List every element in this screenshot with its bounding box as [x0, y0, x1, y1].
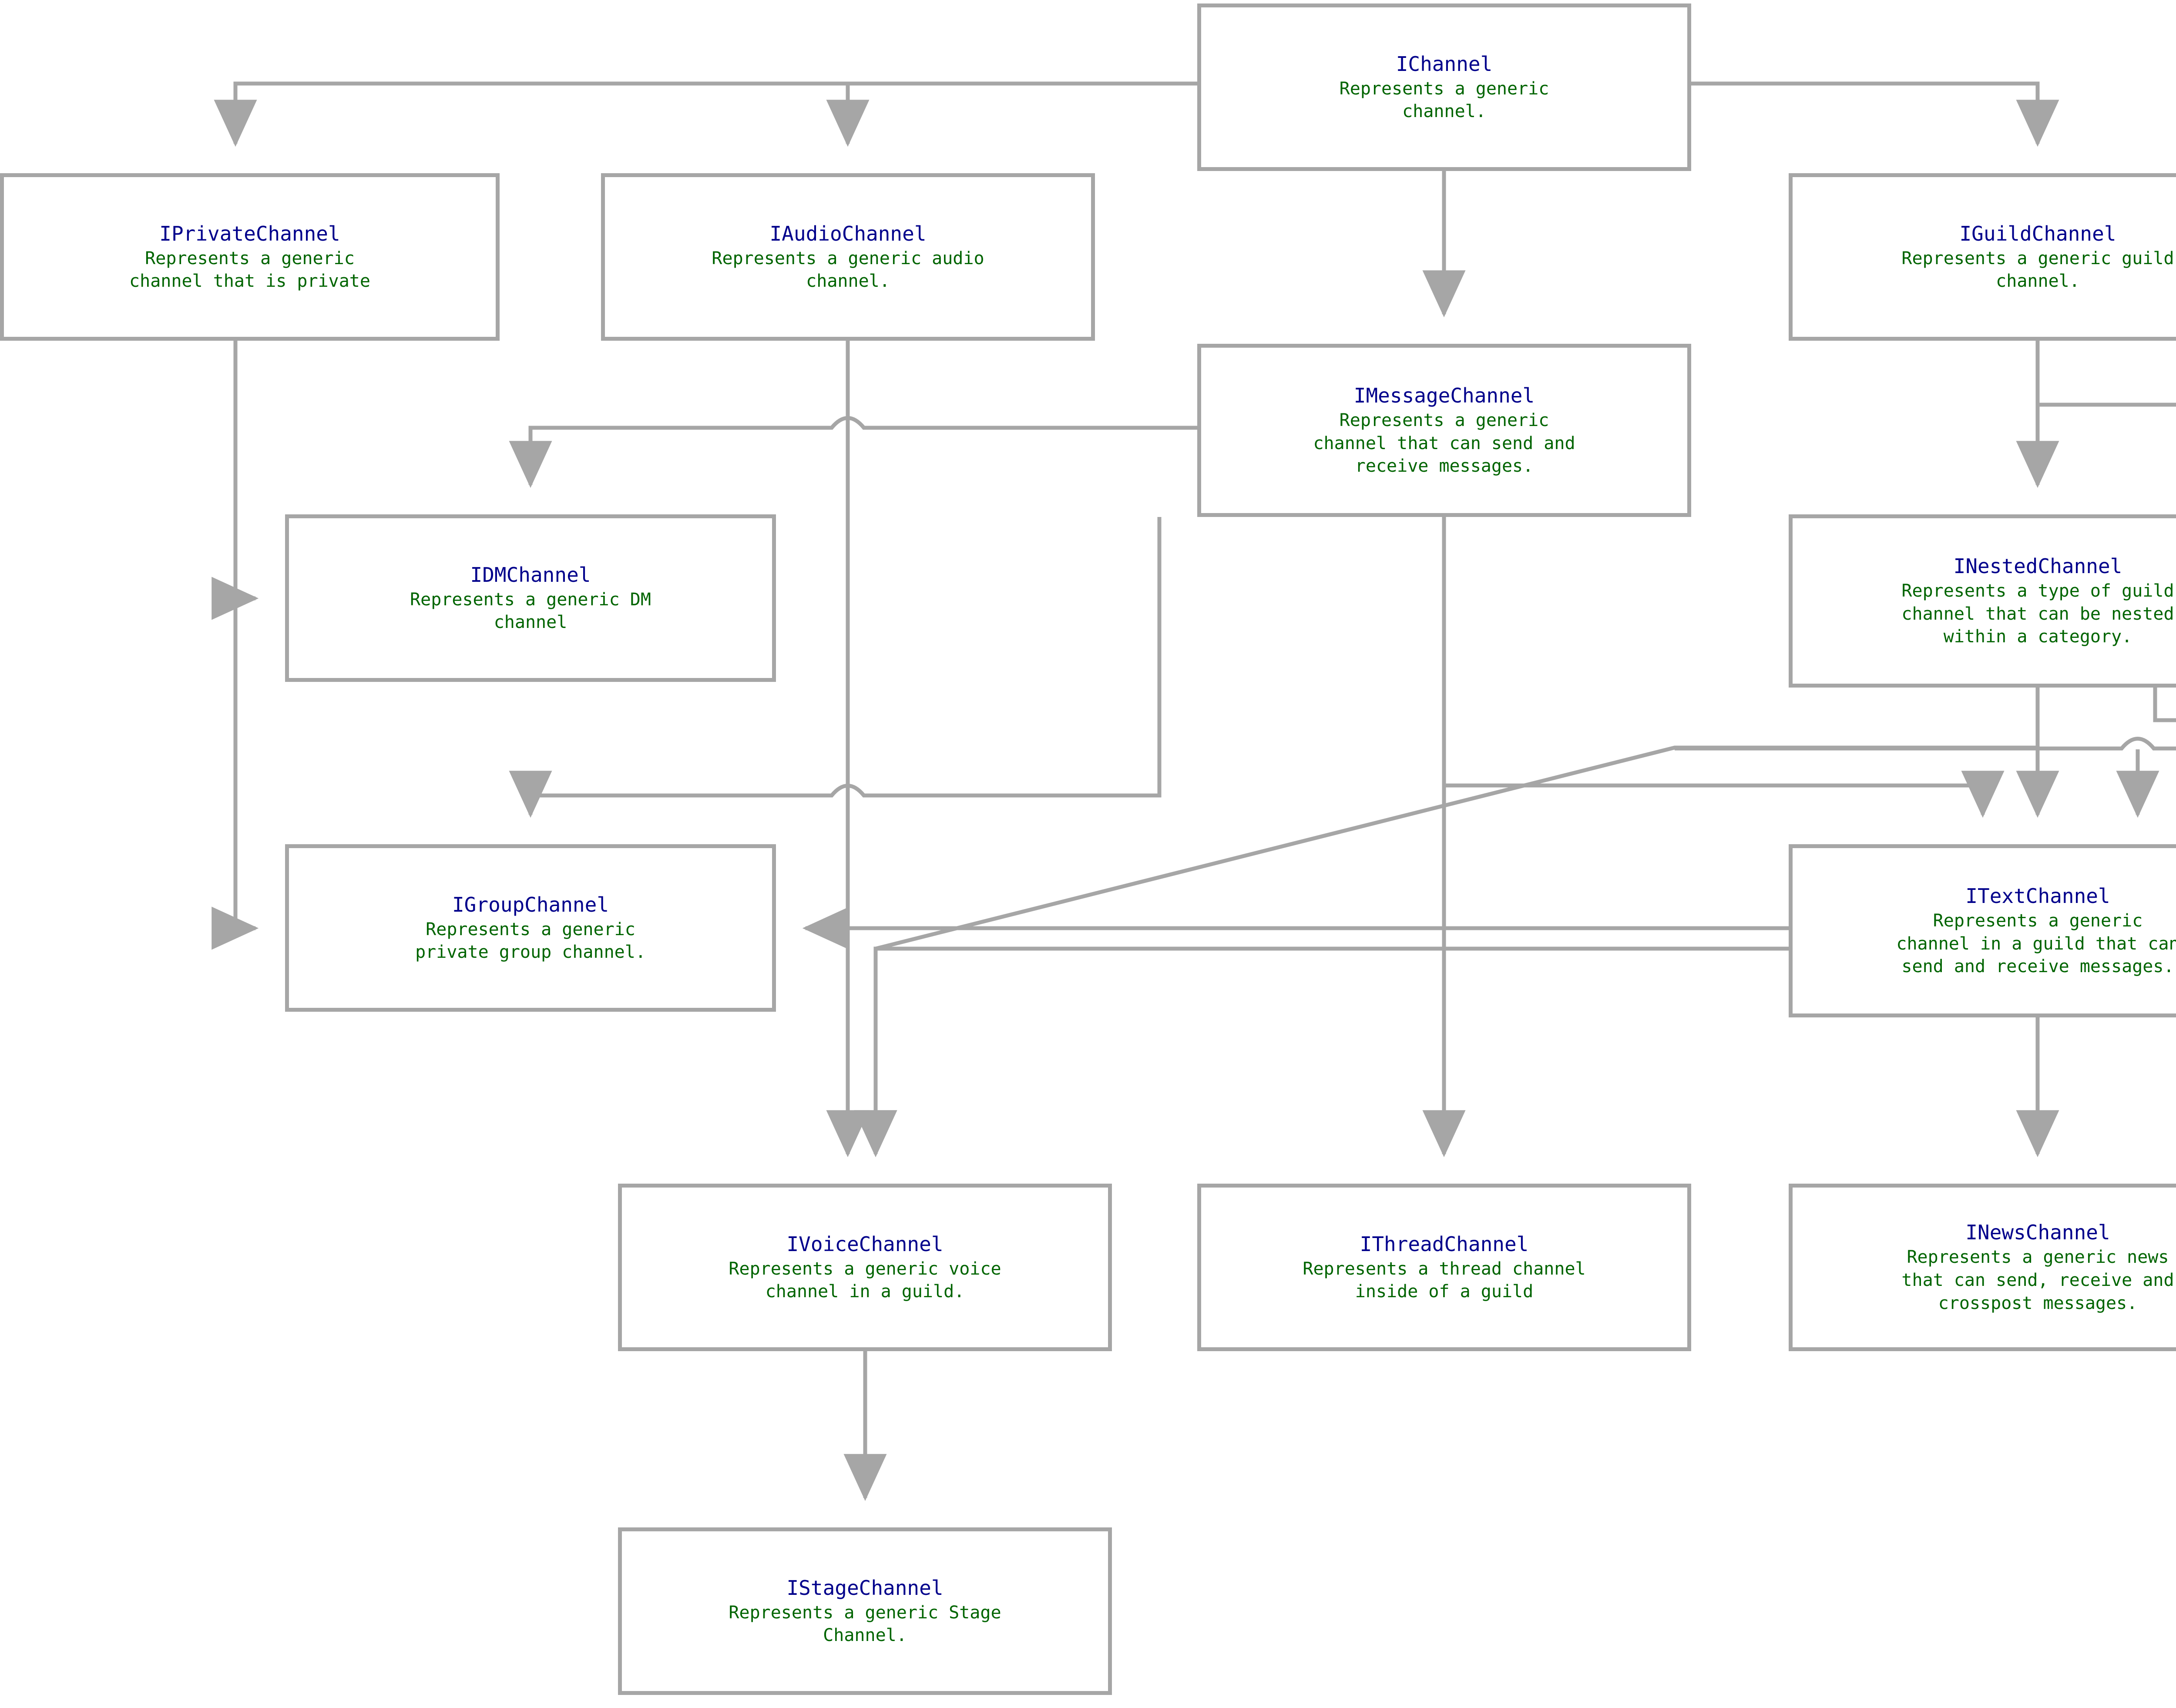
node-title: IThreadChannel [1360, 1232, 1529, 1256]
node-ivoicechannel[interactable]: IVoiceChannel Represents a generic voice… [618, 1184, 1112, 1351]
node-description: Represents a generic Stage Channel. [729, 1602, 1001, 1646]
node-description: Represents a generic news that can send,… [1901, 1247, 2174, 1313]
edge-iprivatechannel-idmchannel [212, 341, 259, 620]
node-iprivatechannel[interactable]: IPrivateChannel Represents a generic cha… [0, 173, 500, 341]
node-description: Represents a generic DM channel [410, 589, 651, 633]
node-title: IStageChannel [786, 1576, 944, 1600]
node-description: Represents a generic channel. [1339, 78, 1549, 122]
node-iaudiochannel[interactable]: IAudioChannel Represents a generic audio… [601, 173, 1095, 341]
edge-ichannel-iaudiochannel [826, 81, 1197, 147]
edge-iintegrationchannel-itextchannel [1675, 737, 2176, 751]
node-title: IVoiceChannel [786, 1232, 944, 1256]
edge-iguildchannel-iintegrationchannel [2038, 403, 2176, 407]
node-idmchannel[interactable]: IDMChannel Represents a generic DM chann… [285, 514, 776, 682]
node-iguildchannel[interactable]: IGuildChannel Represents a generic guild… [1789, 173, 2176, 341]
node-description: Represents a generic guild channel. [1901, 248, 2174, 292]
node-title: IMessageChannel [1353, 383, 1535, 407]
node-description: Represents a generic channel in a guild … [1896, 910, 2176, 977]
node-title: IChannel [1396, 52, 1493, 76]
node-title: IGroupChannel [452, 893, 609, 916]
node-title: INewsChannel [1965, 1221, 2110, 1245]
node-ichannel[interactable]: IChannel Represents a generic channel. [1197, 3, 1691, 171]
edge-ichannel-iprivatechannel [214, 81, 1197, 147]
node-inestedchannel[interactable]: INestedChannel Represents a type of guil… [1789, 514, 2176, 688]
node-description: Represents a generic private group chann… [415, 919, 646, 963]
node-istagechannel[interactable]: IStageChannel Represents a generic Stage… [618, 1527, 1112, 1695]
node-inewschannel[interactable]: INewsChannel Represents a generic news t… [1789, 1184, 2176, 1351]
edge-ichannel-iguildchannel [1691, 81, 2059, 147]
node-igroupchannel[interactable]: IGroupChannel Represents a generic priva… [285, 844, 776, 1012]
node-description: Represents a generic audio channel. [712, 248, 984, 292]
node-itextchannel[interactable]: ITextChannel Represents a generic channe… [1789, 844, 2176, 1017]
node-description: Represents a type of guild channel that … [1901, 581, 2174, 647]
node-description: Represents a generic voice channel in a … [729, 1258, 1001, 1302]
node-title: IDMChannel [470, 563, 591, 587]
edge-inestedchannel-iforumchannel [2153, 688, 2176, 722]
node-ithreadchannel[interactable]: IThreadChannel Represents a thread chann… [1197, 1184, 1691, 1351]
node-description: Represents a generic channel that is pri… [129, 248, 370, 292]
node-imessagechannel[interactable]: IMessageChannel Represents a generic cha… [1197, 344, 1691, 517]
node-title: IAudioChannel [769, 221, 927, 245]
node-description: Represents a generic channel that can se… [1313, 410, 1575, 476]
edge-inestedchannel-ivoicechannel-rail [854, 946, 1789, 1158]
node-title: ITextChannel [1965, 884, 2110, 908]
node-description: Represents a thread channel inside of a … [1303, 1258, 1586, 1302]
edge-imessagechannel-idmchannel [509, 416, 1197, 488]
node-title: INestedChannel [1953, 554, 2122, 578]
edge-iprivatechannel-igroupchannel [212, 341, 259, 950]
node-title: IPrivateChannel [159, 221, 340, 245]
node-title: IGuildChannel [1959, 221, 2116, 245]
